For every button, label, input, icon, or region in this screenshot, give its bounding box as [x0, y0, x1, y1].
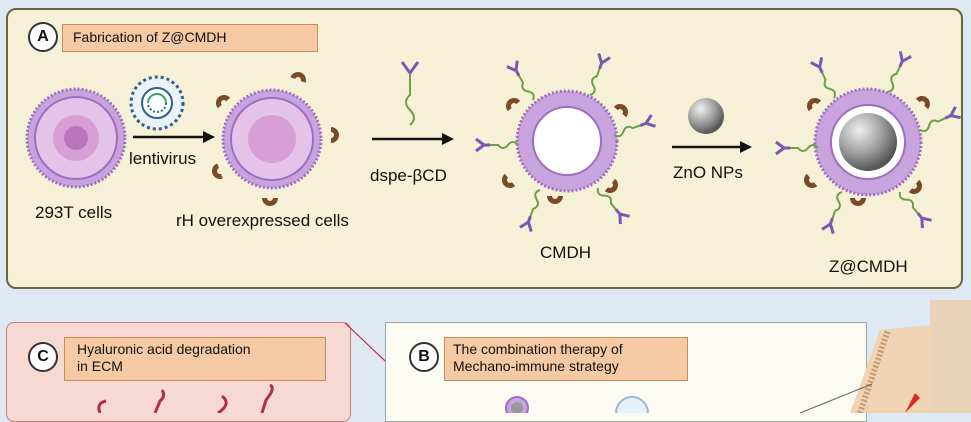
- panel-a-badge: A: [28, 22, 58, 52]
- panel-b-title-line2: Mechano-immune strategy: [453, 358, 619, 374]
- zno-nanoparticle-icon: [688, 98, 724, 134]
- panel-a-fabrication: [6, 8, 963, 289]
- panel-c-title: Hyaluronic acid degradation in ECM: [64, 337, 326, 381]
- panel-c-badge: C: [28, 342, 58, 372]
- panel-b-badge: B: [409, 342, 439, 372]
- panel-c-title-line2: in ECM: [77, 358, 123, 374]
- arrow-lentivirus: [133, 131, 215, 143]
- panel-c-title-line1: Hyaluronic acid degradation: [77, 341, 251, 357]
- panel-a-title: Fabrication of Z@CMDH: [62, 24, 318, 52]
- arrow-dspe: [372, 133, 454, 145]
- label-zno-nps: ZnO NPs: [673, 163, 743, 182]
- dspe-bcd-linker-icon: [400, 61, 420, 126]
- cell-rh-overexpressed: [209, 69, 339, 206]
- lentivirus-icon: [129, 75, 185, 131]
- label-rh-cells: rH overexpressed cells: [176, 211, 349, 230]
- z-cmdh-vesicle: [774, 49, 963, 236]
- label-z-cmdh: Z@CMDH: [829, 257, 908, 276]
- label-lentivirus: lentivirus: [129, 149, 197, 168]
- label-dspe-bcd: dspe-βCD: [370, 166, 447, 185]
- cmdh-vesicle: [474, 51, 658, 234]
- panel-b-title-line1: The combination therapy of: [453, 341, 623, 357]
- panel-b-title: The combination therapy of Mechano-immun…: [444, 337, 688, 381]
- label-cmdh: CMDH: [540, 243, 591, 262]
- arrow-zno: [672, 141, 752, 153]
- label-293t-cells: 293T cells: [35, 203, 113, 222]
- fabrication-diagram: [25, 49, 963, 236]
- cell-293t: [25, 87, 127, 189]
